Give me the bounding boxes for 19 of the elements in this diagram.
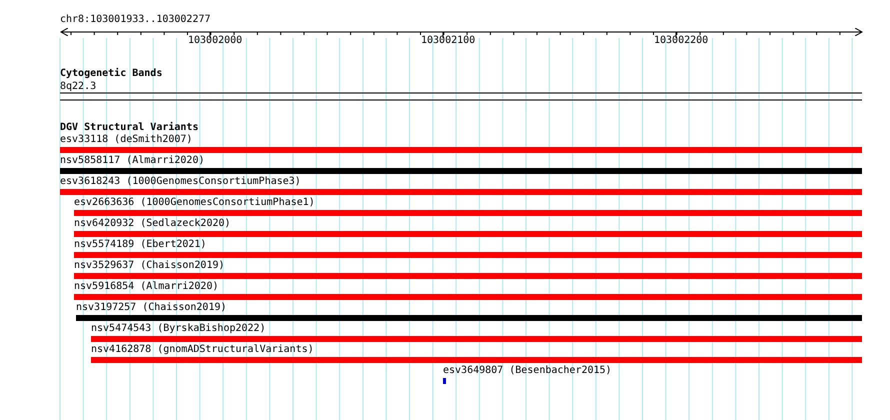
variant-label: esv3649807 (Besenbacher2015): [443, 365, 612, 377]
variant-label: nsv5574189 (Ebert2021): [74, 239, 206, 251]
variant-label: nsv5916854 (Almarri2020): [74, 281, 218, 293]
track-title: Cytogenetic Bands: [60, 68, 162, 80]
variant-label: nsv5858117 (Almarri2020): [60, 155, 204, 167]
variant-label: nsv3529637 (Chaisson2019): [74, 260, 225, 272]
variant-label: nsv4162878 (gnomADStructuralVariants): [91, 344, 314, 356]
tick-label: 103002200: [654, 35, 708, 47]
tick-label: 103002000: [188, 35, 242, 47]
variant-label: nsv5474543 (ByrskaBishop2022): [91, 323, 266, 335]
band-label: 8q22.3: [60, 81, 96, 93]
variant-label: nsv3197257 (Chaisson2019): [76, 302, 227, 314]
variant-label: esv2663636 (1000GenomesConsortiumPhase1): [74, 197, 315, 209]
variant-label: esv3618243 (1000GenomesConsortiumPhase3): [60, 176, 301, 188]
tick-label: 103002100: [421, 35, 476, 47]
variant-label: esv33118 (deSmith2007): [60, 134, 192, 146]
track-title: DGV Structural Variants: [60, 122, 198, 134]
variant-label: nsv6420932 (Sedlazeck2020): [74, 218, 231, 230]
coordinate-range: chr8:103001933..103002277: [60, 14, 211, 26]
